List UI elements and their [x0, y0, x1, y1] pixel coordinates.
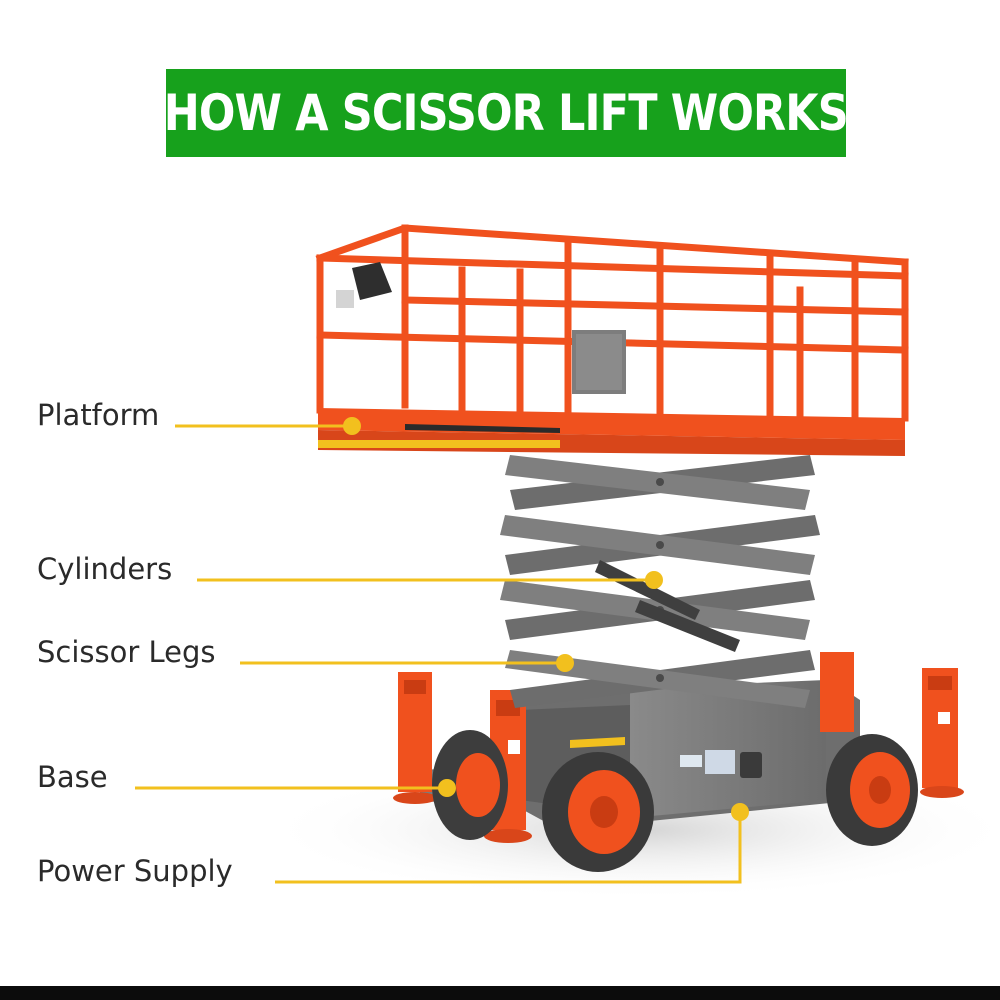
wheel-rear-right: [826, 734, 918, 846]
leader-base: [135, 779, 456, 797]
leader-cylinders: [197, 571, 663, 589]
label-scissor-legs: Scissor Legs: [37, 635, 216, 669]
leader-platform: [175, 417, 361, 435]
control-box: [336, 262, 626, 394]
wheel-rear-left: [432, 730, 508, 840]
label-platform: Platform: [37, 398, 160, 432]
outrigger-right-front: [920, 668, 964, 798]
page-title: HOW A SCISSOR LIFT WORKS: [163, 84, 849, 142]
outrigger-left-rear: [393, 672, 437, 804]
leader-scissor-legs: [240, 654, 574, 672]
label-power-supply: Power Supply: [37, 854, 233, 888]
label-base: Base: [37, 760, 108, 794]
platform-guardrail: [315, 224, 909, 422]
label-cylinders: Cylinders: [37, 552, 173, 586]
wheel-front-left: [542, 752, 654, 872]
outrigger-right-rear: [820, 652, 854, 732]
title-banner: HOW A SCISSOR LIFT WORKS: [163, 69, 849, 157]
scissor-legs-stack: [500, 455, 820, 708]
bottom-bar: [0, 986, 1000, 1000]
leader-power-supply: [275, 803, 749, 884]
platform-deck: [318, 408, 905, 456]
